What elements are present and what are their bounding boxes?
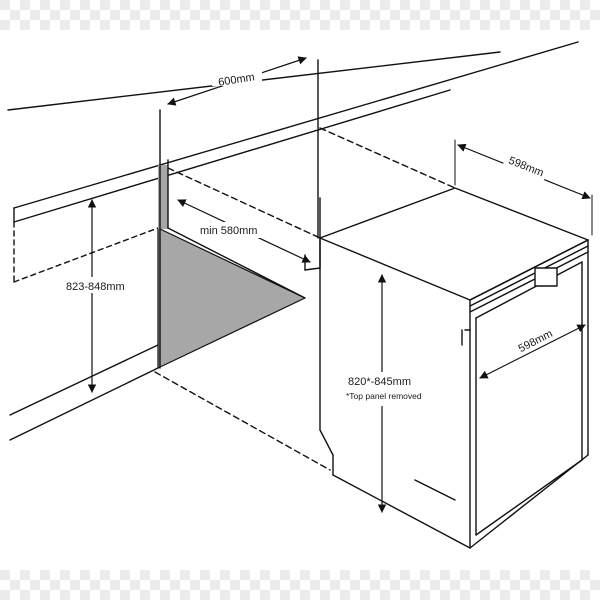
dishwasher-unit — [319, 187, 589, 549]
checker-pattern-top — [0, 0, 600, 30]
label-niche-depth: min 580mm — [200, 225, 257, 237]
dim-unit-width — [479, 324, 586, 379]
label-footnote: *Top panel removed — [346, 391, 422, 401]
niche-side-panel — [158, 165, 168, 229]
countertop — [7, 41, 579, 223]
niche-floor — [157, 227, 306, 369]
floor-guide — [154, 127, 456, 471]
label-counter-width: 600mm — [217, 71, 255, 89]
label-unit-height: 820*-845mm — [348, 376, 411, 388]
left-cabinet — [9, 221, 159, 441]
checker-pattern-bottom — [0, 570, 600, 600]
label-counter-height: 823-848mm — [66, 281, 125, 293]
